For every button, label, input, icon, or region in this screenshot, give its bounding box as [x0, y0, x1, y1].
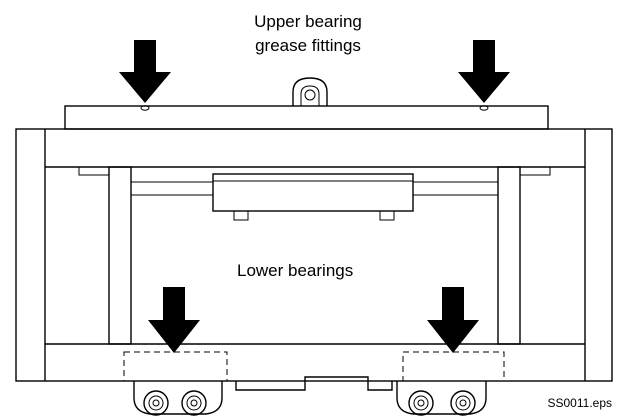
- grease-fitting-left: [140, 105, 150, 111]
- arrow-lower-left: [148, 287, 200, 353]
- wheel-right-2: [450, 390, 476, 416]
- lifting-eye: [292, 77, 328, 106]
- file-id-label: SS0011.eps: [548, 396, 613, 410]
- lower-bearing-right-hidden: [402, 351, 505, 382]
- upper-bearing-label-line1: Upper bearing: [254, 12, 362, 31]
- lower-bearing-left-hidden: [123, 351, 228, 382]
- wheel-left-1: [143, 390, 169, 416]
- wheel-right-1: [408, 390, 434, 416]
- top-cover-plate: [64, 105, 549, 130]
- main-frame: [15, 128, 613, 382]
- upper-bearing-label-line2: grease fittings: [255, 36, 361, 55]
- horizontal-rails: [131, 181, 498, 196]
- wheel-left-2: [181, 390, 207, 416]
- wheel-assembly-left: [133, 381, 223, 416]
- lower-bearings-label: Lower bearings: [237, 261, 353, 280]
- arrow-upper-right: [458, 40, 510, 103]
- wheel-assembly-right: [396, 381, 487, 416]
- bottom-notch: [235, 376, 393, 391]
- center-actuator: [212, 173, 414, 221]
- grease-fitting-right: [479, 105, 489, 111]
- arrow-lower-right: [427, 287, 479, 353]
- arrow-upper-left: [119, 40, 171, 103]
